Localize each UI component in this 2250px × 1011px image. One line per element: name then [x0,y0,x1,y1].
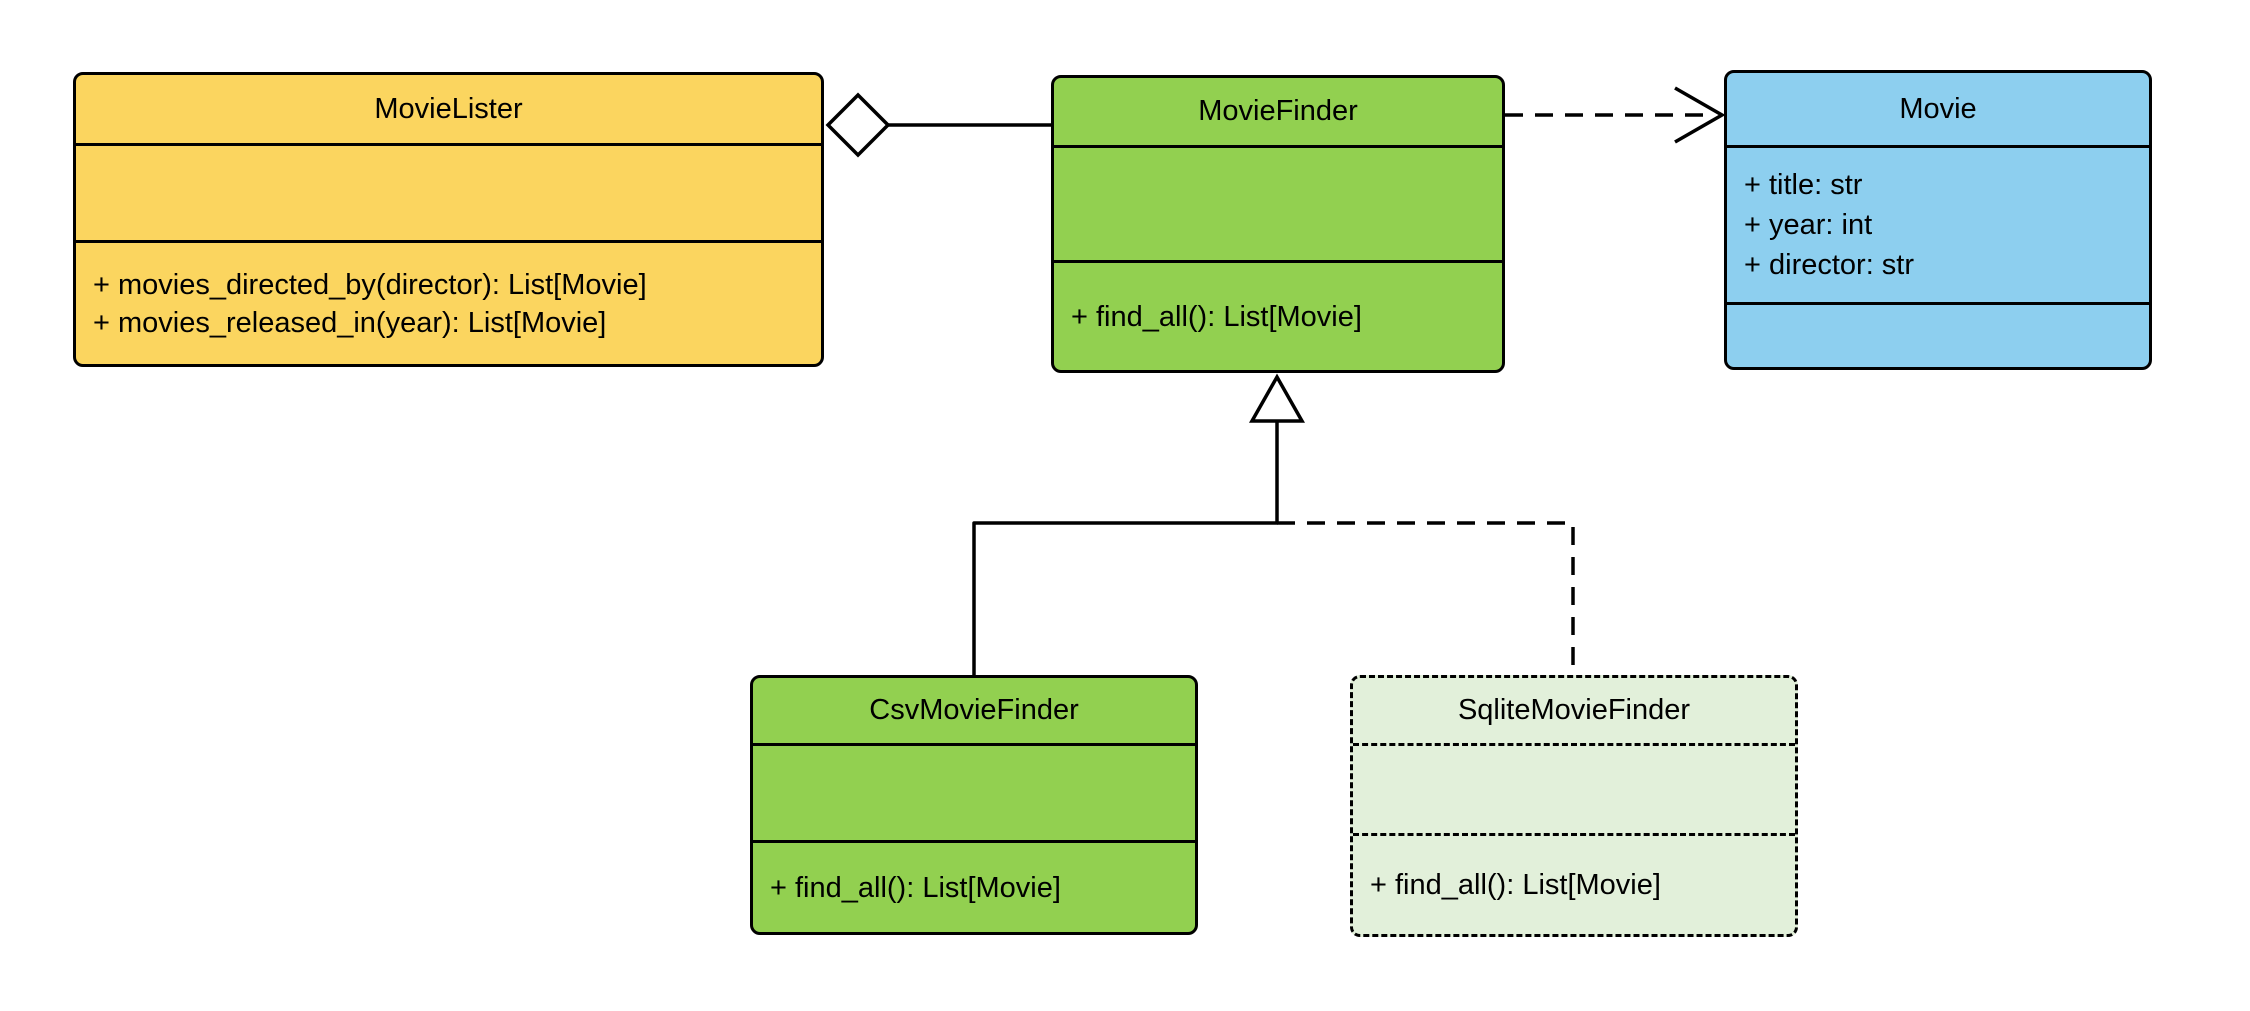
class-title: Movie [1899,92,1977,125]
attributes-compartment [76,143,821,240]
methods-compartment: + find_all(): List[Movie] [1353,833,1795,934]
method-item: + find_all(): List[Movie] [1071,300,1362,333]
methods-compartment: + find_all(): List[Movie] [753,840,1195,932]
methods-compartment [1727,302,2149,367]
class-csvmoviefinder: CsvMovieFinder + find_all(): List[Movie] [750,675,1198,935]
dependency-open-arrow-icon [1674,86,1726,144]
class-moviefinder: MovieFinder + find_all(): List[Movie] [1051,75,1505,373]
generalization-connector-dashed [1277,521,1575,675]
methods-compartment: + movies_directed_by(director): List[Mov… [76,240,821,364]
attribute-item: + director: str [1744,249,1915,281]
methods-compartment: + find_all(): List[Movie] [1054,260,1502,370]
class-title: CsvMovieFinder [869,694,1079,726]
class-movielister: MovieLister + movies_directed_by(directo… [73,72,824,367]
attribute-item: + year: int [1744,209,1873,241]
attributes-compartment: + title: str + year: int + director: str [1727,145,2149,302]
attributes-compartment [753,743,1195,840]
class-title: MovieLister [374,92,523,125]
method-item: + find_all(): List[Movie] [770,871,1061,904]
attribute-item: + title: str [1744,169,1863,201]
class-movie: Movie + title: str + year: int + directo… [1724,70,2152,370]
generalization-triangle-icon [1248,373,1306,423]
class-title: SqliteMovieFinder [1457,694,1691,726]
attributes-compartment [1353,743,1795,833]
attributes-compartment [1054,145,1502,260]
method-item: + movies_directed_by(director): List[Mov… [93,268,647,301]
class-sqlitemoviefinder: SqliteMovieFinder + find_all(): List[Mov… [1350,675,1798,937]
aggregation-diamond-icon [825,92,891,158]
method-item: + movies_released_in(year): List[Movie] [93,306,607,339]
generalization-connector-solid [972,421,1279,675]
method-item: + find_all(): List[Movie] [1370,869,1661,901]
class-title: MovieFinder [1198,95,1358,127]
